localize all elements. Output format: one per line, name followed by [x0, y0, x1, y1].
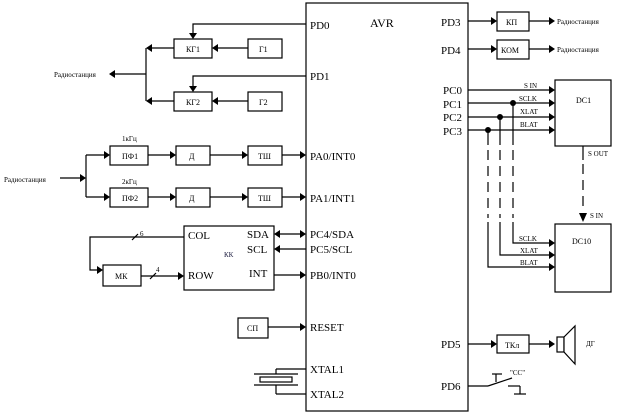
kg-wiring: [109, 23, 306, 105]
kk-int-label: INT: [249, 268, 268, 280]
g1-label: Г1: [259, 45, 268, 54]
dc10-label: DC10: [572, 237, 591, 246]
pf2-label: ПФ2: [122, 194, 138, 203]
radio-label-bottom-left: Радиостанция: [4, 176, 47, 184]
switch-icon: [468, 373, 526, 395]
bus-row-count: 4: [156, 266, 160, 274]
mk-label: МК: [115, 272, 128, 281]
dc10-block: [554, 223, 612, 293]
crystal-icon: [254, 368, 306, 395]
pin-pc5: PC5/SCL: [310, 244, 352, 256]
pin-pd0: PD0: [310, 20, 330, 32]
tsh1-label: ТШ: [258, 152, 271, 161]
pin-pd6: PD6: [441, 381, 461, 393]
pin-pd3: PD3: [441, 17, 461, 29]
dc10-xlat-label: XLAT: [520, 247, 539, 255]
pin-pa1: PA1/INT1: [310, 193, 355, 205]
dc1-sin-label: S IN: [524, 82, 537, 90]
dc1-label: DC1: [576, 96, 591, 105]
dc1-xlat-label: XLAT: [520, 108, 539, 116]
speaker-icon: [556, 324, 576, 366]
freq1-label: 1кГц: [122, 135, 137, 143]
dc1-sclk-label: SCLK: [519, 95, 537, 103]
tkl-wiring: [468, 340, 555, 348]
pin-pc2: PC2: [443, 112, 462, 124]
pin-pc0: PC0: [443, 85, 462, 97]
kk-scl-label: SCL: [247, 244, 267, 256]
pin-pc1: PC1: [443, 99, 462, 111]
radio-label-pd3: Радиостанция: [557, 18, 600, 26]
kk-block: [183, 225, 275, 291]
dc10-blat-label: BLAT: [520, 259, 538, 267]
kk-wiring: [89, 230, 306, 280]
pin-xtal1: XTAL1: [310, 364, 344, 376]
kg1-label: КГ1: [186, 45, 200, 54]
pin-pa0: PA0/INT0: [310, 151, 356, 163]
kk-sda-label: SDA: [247, 229, 269, 241]
g2-label: Г2: [259, 98, 268, 107]
pin-pd4: PD4: [441, 45, 461, 57]
kp-label: КП: [506, 18, 517, 27]
kp-kom-wiring: [468, 17, 555, 53]
dc-bus-wiring: [468, 86, 587, 271]
receiver-wiring: [60, 151, 306, 201]
reset-wiring: [268, 323, 306, 331]
kk-col-label: COL: [188, 230, 210, 242]
radio-label-pd4: Радиостанция: [557, 46, 600, 54]
pin-pc4: PC4/SDA: [310, 229, 354, 241]
kg2-label: КГ2: [186, 98, 200, 107]
tkl-label: ТКл: [505, 341, 519, 350]
freq2-label: 2кГц: [122, 178, 137, 186]
dc1-blat-label: BLAT: [520, 121, 538, 129]
pin-pd5: PD5: [441, 339, 461, 351]
pin-pd1: PD1: [310, 71, 330, 83]
kk-label: КК: [224, 251, 234, 259]
pin-pb0: PB0/INT0: [310, 270, 356, 282]
switch-label: "СС": [510, 369, 525, 377]
d2-label: Д: [189, 194, 195, 203]
pin-xtal2: XTAL2: [310, 389, 344, 401]
pin-pc3: PC3: [443, 126, 462, 138]
radio-label-top-left: Радиостанция: [54, 71, 97, 79]
dc1-block: [554, 79, 612, 147]
sp-label: СП: [247, 324, 258, 333]
dc1-sout-label: S OUT: [588, 150, 609, 158]
tsh2-label: ТШ: [258, 194, 271, 203]
bus-col-count: 6: [140, 230, 144, 238]
kk-row-label: ROW: [188, 270, 214, 282]
d1-label: Д: [189, 152, 195, 161]
dc10-sin-label: S IN: [590, 212, 603, 220]
mcu-title: AVR: [370, 16, 394, 30]
pin-reset: RESET: [310, 322, 344, 334]
speaker-label: ДГ: [586, 340, 595, 348]
sp-block: [237, 317, 269, 339]
kom-label: КОМ: [501, 46, 519, 55]
avr-mcu-block: [305, 2, 469, 412]
dc10-sclk-label: SCLK: [519, 235, 537, 243]
pf1-label: ПФ1: [122, 152, 138, 161]
